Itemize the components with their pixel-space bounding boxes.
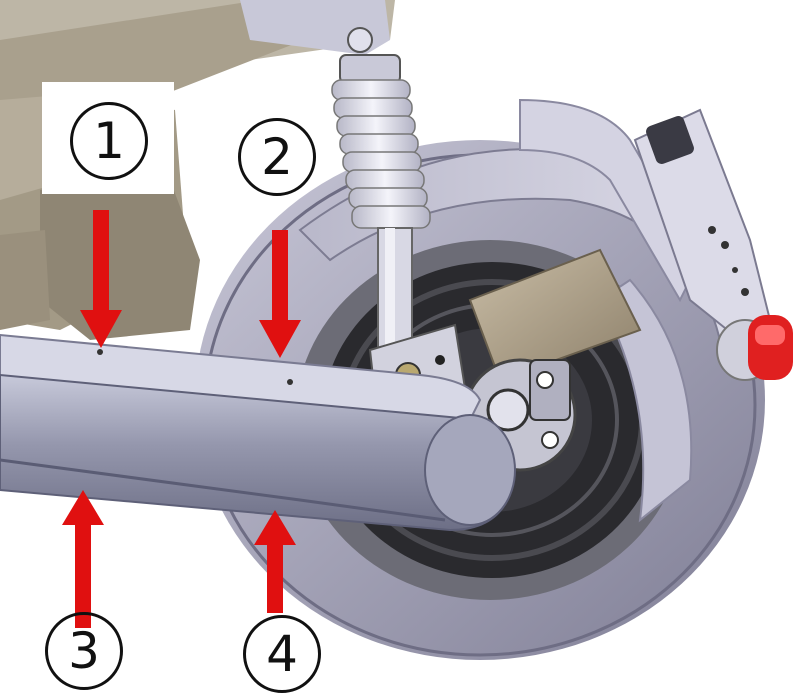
plate-bracket — [633, 108, 772, 342]
shock-absorber — [331, 54, 431, 349]
marker-1: 1 — [70, 102, 148, 180]
arrow-1 — [80, 210, 122, 348]
arrow-3 — [62, 490, 104, 628]
brake-hub — [463, 358, 577, 472]
tan-bracket — [468, 248, 642, 382]
indicator-arrows — [62, 210, 301, 628]
swing-arm — [0, 333, 517, 532]
marker-3: 3 — [45, 612, 123, 690]
arrow-4 — [254, 510, 296, 613]
arrow-2 — [259, 230, 301, 358]
marker-4: 4 — [243, 615, 321, 693]
rear-reflector — [716, 315, 793, 381]
marker-2: 2 — [238, 118, 316, 196]
